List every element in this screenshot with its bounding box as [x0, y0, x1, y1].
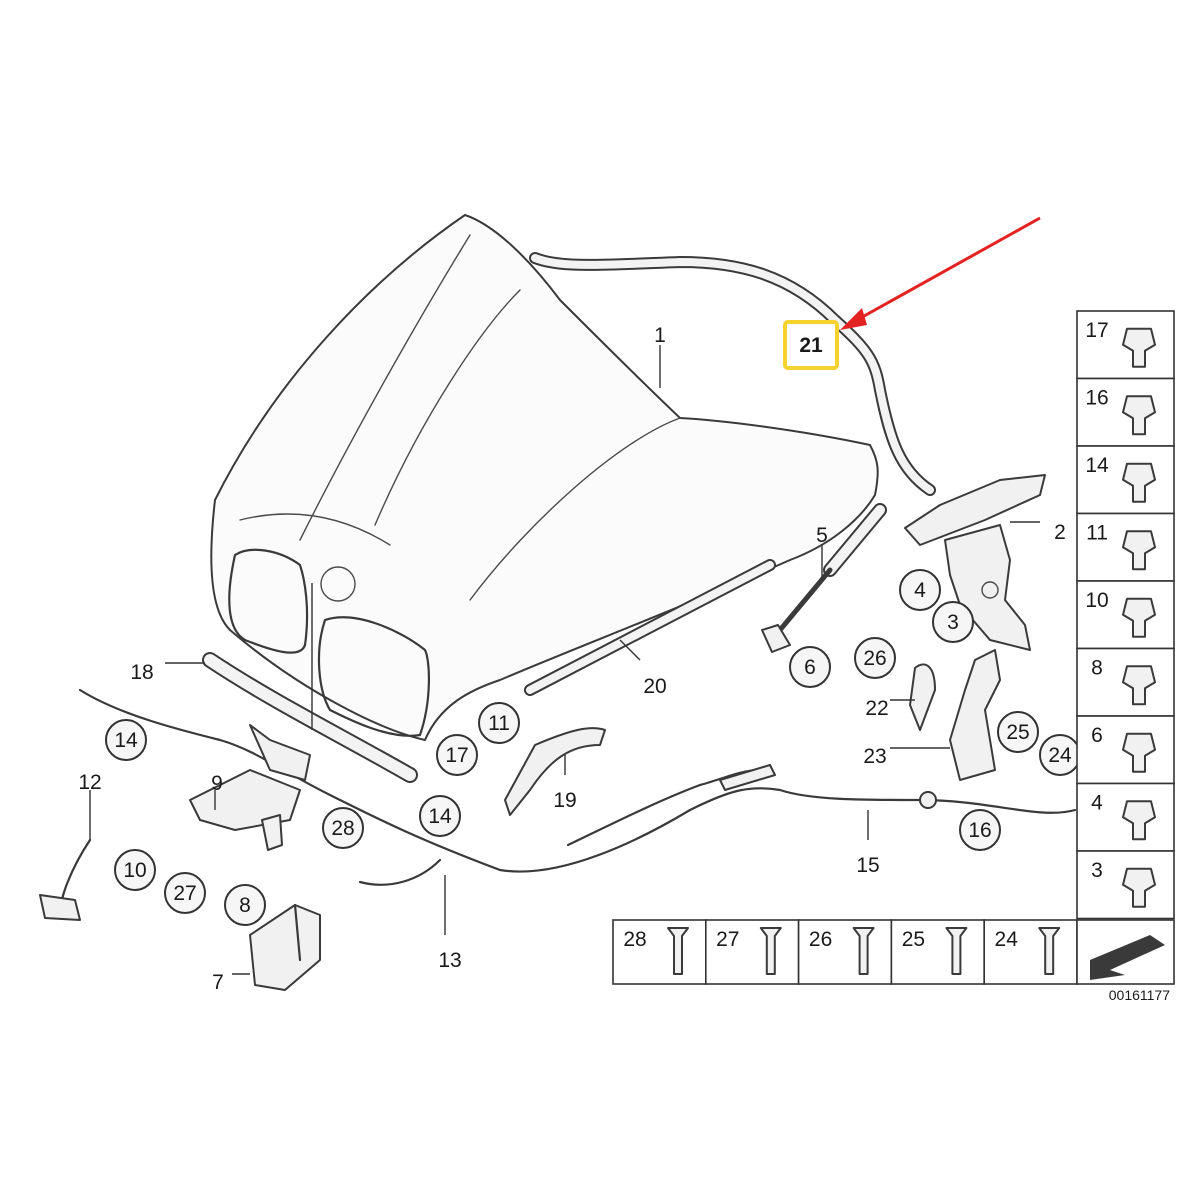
- callout-18: 18: [130, 661, 153, 684]
- callout-20: 20: [643, 675, 666, 698]
- fastener-25-icon: [945, 927, 968, 975]
- legend-label-16: 16: [1085, 387, 1108, 410]
- callout-circled-28: 28: [331, 817, 354, 840]
- callout-circled-3: 3: [947, 611, 959, 634]
- hood-lock-lever: [189, 724, 311, 851]
- front-seal-part-18: [202, 652, 418, 783]
- callout-12: 12: [78, 771, 101, 794]
- legend-cell-24: [983, 919, 1078, 985]
- callout-21-highlight: 21: [783, 320, 839, 370]
- callout-circle-14: [419, 795, 461, 837]
- orientation-arrow-icon: [1090, 935, 1165, 980]
- hood-panel: [210, 214, 879, 741]
- fastener-27-icon: [759, 927, 782, 975]
- legend-label-6: 6: [1091, 724, 1103, 747]
- hood-hinge: [904, 474, 1046, 651]
- callout-circled-14: 14: [428, 805, 452, 828]
- fastener-6-icon: [1122, 732, 1156, 773]
- seal-strip-part-20: [524, 559, 776, 696]
- callout-19: 19: [553, 789, 576, 812]
- bracket-part-19: [504, 727, 606, 816]
- gas-strut: [761, 503, 887, 653]
- legend-label-27: 27: [716, 928, 739, 951]
- legend-column-right: 17 16 14 11 10 8 6 4 3: [1076, 310, 1175, 920]
- callout-circled-4: 4: [914, 579, 926, 602]
- hood-seal-part-21: [529, 252, 936, 496]
- callout-22: 22: [865, 697, 888, 720]
- highlight-arrow-head: [840, 308, 867, 330]
- callout-circled-14: 14: [114, 729, 138, 752]
- legend-cell-4: [1076, 782, 1175, 852]
- hood-lock: [249, 903, 321, 991]
- callout-13: 13: [438, 949, 461, 972]
- callout-circle-3: [932, 601, 974, 643]
- callout-circle-10: [114, 849, 156, 891]
- release-cable: [78, 688, 1077, 886]
- callout-15: 15: [856, 854, 879, 877]
- callout-circle-14: [105, 719, 147, 761]
- callout-circled-6: 6: [804, 656, 816, 679]
- callout-1: 1: [654, 324, 666, 347]
- callout-circled-24: 24: [1048, 744, 1072, 767]
- callout-circled-16: 16: [968, 819, 991, 842]
- fastener-28-icon: [667, 927, 689, 975]
- fastener-3-icon: [1122, 867, 1156, 908]
- legend-label-4: 4: [1091, 792, 1103, 815]
- callout-circled-17: 17: [445, 744, 468, 767]
- fastener-4-icon: [1122, 800, 1156, 841]
- callout-circle-11: [478, 702, 520, 744]
- callout-circle-17: [436, 734, 478, 776]
- callout-circle-16: [959, 809, 1001, 851]
- legend-label-28: 28: [623, 928, 646, 951]
- fastener-26-icon: [852, 927, 875, 975]
- callout-2: 2: [1054, 521, 1066, 544]
- legend-label-24: 24: [995, 928, 1019, 951]
- legend-label-3: 3: [1091, 859, 1103, 882]
- reference-number: 00161177: [1109, 987, 1170, 1003]
- legend-label-10: 10: [1085, 589, 1108, 612]
- callout-5: 5: [816, 524, 828, 547]
- legend-row-bottom: 28 27 26 25 24: [612, 919, 1078, 985]
- fastener-24-icon: [1038, 927, 1061, 975]
- callout-circled-11: 11: [488, 712, 510, 735]
- callout-circle-28: [322, 807, 364, 849]
- callout-circled-25: 25: [1006, 721, 1029, 744]
- callout-circled-10: 10: [123, 859, 146, 882]
- legend-label-25: 25: [902, 928, 925, 951]
- release-handle: [39, 838, 92, 921]
- fastener-16-icon: [1122, 395, 1156, 436]
- highlight-arrow: [847, 216, 1041, 327]
- circled-callouts: 43 6 26 25 24 11 17 14 14 28 10 27 8 16: [105, 569, 1081, 926]
- fastener-14-icon: [1122, 462, 1156, 503]
- latch-bracket: [909, 649, 1001, 781]
- callout-circle-4: [899, 569, 941, 611]
- callout-circled-27: 27: [173, 882, 196, 905]
- legend-label-8: 8: [1091, 657, 1103, 680]
- callout-7: 7: [212, 971, 224, 994]
- callout-9: 9: [211, 772, 223, 795]
- svg-text:21: 21: [799, 334, 823, 357]
- callout-circle-27: [164, 872, 206, 914]
- fastener-10-icon: [1122, 597, 1156, 638]
- legend-cell-26: [797, 919, 893, 985]
- callout-circle-6: [789, 646, 831, 688]
- legend-label-11: 11: [1086, 522, 1108, 545]
- callout-23: 23: [863, 745, 886, 768]
- legend-label-17: 17: [1085, 319, 1108, 342]
- fastener-17-icon: [1122, 327, 1156, 368]
- callout-circled-26: 26: [863, 647, 886, 670]
- legend-label-14: 14: [1085, 454, 1109, 477]
- legend-label-26: 26: [809, 928, 832, 951]
- leader-lines: [89, 345, 1040, 975]
- fastener-8-icon: [1122, 665, 1156, 706]
- callout-circle-26: [854, 637, 896, 679]
- orientation-arrow-cell: [1076, 919, 1175, 985]
- callout-circle-25: [997, 711, 1039, 753]
- legend-cell-27: [704, 919, 800, 985]
- callout-circle-8: [224, 884, 266, 926]
- callout-circled-8: 8: [239, 894, 251, 917]
- fastener-11-icon: [1122, 530, 1156, 571]
